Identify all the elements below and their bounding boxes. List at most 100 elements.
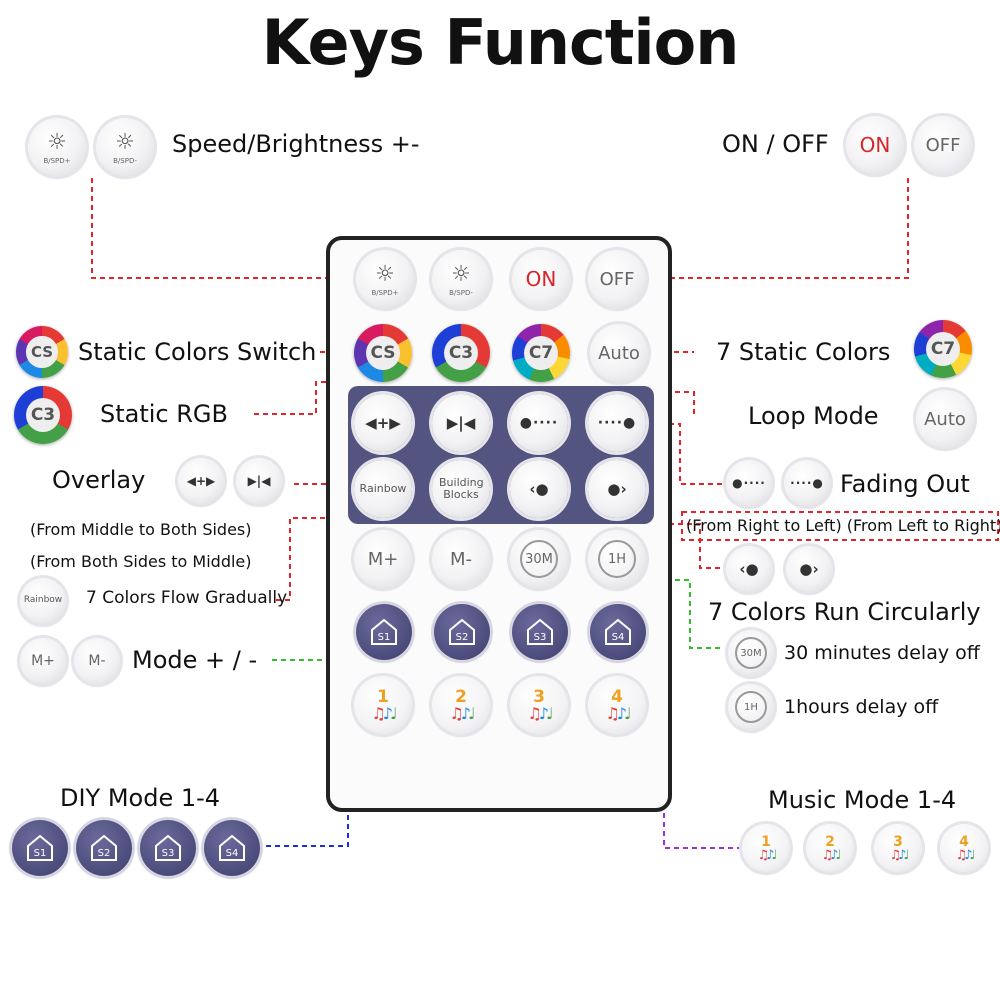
mode-minus-button[interactable]: M-	[432, 530, 490, 588]
direction-note-label: (From Right to Left) (From Left to Right…	[686, 516, 1000, 535]
music-3-button[interactable]: 3 ♫♪♩	[510, 676, 568, 734]
rainbow-button[interactable]: Rainbow	[354, 460, 412, 518]
seven-colors-run-label: 7 Colors Run Circularly	[708, 598, 981, 626]
legend-diy-s3-button: S3	[140, 820, 196, 876]
legend-rainbow-button: Rainbow	[20, 578, 66, 624]
fading-dots-icon: ····●	[597, 415, 637, 431]
from-both-sides-label: (From Both Sides to Middle)	[30, 552, 252, 571]
house-icon: S4	[219, 834, 245, 861]
overlay-in-button[interactable]: ▶|◀	[432, 394, 490, 452]
legend-on-button: ON	[846, 116, 904, 174]
run-left-button[interactable]: ‹●	[510, 460, 568, 518]
svg-text:S1: S1	[378, 632, 391, 643]
house-icon: S2	[449, 618, 475, 645]
loop-mode-label: Loop Mode	[748, 402, 879, 430]
fading-out-label: Fading Out	[840, 470, 970, 498]
run-right-icon: ●›	[799, 560, 819, 578]
run-right-button[interactable]: ●›	[588, 460, 646, 518]
fade-left-button[interactable]: ●····	[510, 394, 568, 452]
legend-run-left-button: ‹●	[726, 546, 772, 592]
page-title: Keys Function	[261, 6, 740, 79]
house-icon: S4	[605, 618, 631, 645]
overlay-label: Overlay	[52, 466, 146, 494]
music-notes-icon: ♫♪♩	[889, 847, 909, 863]
music-notes-icon: ♫♪♩	[449, 703, 475, 723]
house-icon: S3	[527, 618, 553, 645]
on-button[interactable]: ON	[512, 250, 570, 308]
timer-30m-button[interactable]: 30M	[510, 530, 568, 588]
legend-diy-s1-button: S1	[12, 820, 68, 876]
delay-30-label: 30 minutes delay off	[784, 642, 980, 664]
diy-s4-button[interactable]: S4	[590, 604, 646, 660]
legend-music-4-button: 4 ♫♪♩	[940, 824, 988, 872]
legend-off-button: OFF	[914, 116, 972, 174]
legend-auto-button: Auto	[916, 390, 974, 448]
legend-mode-plus-button: M+	[20, 638, 66, 684]
svg-text:S4: S4	[612, 632, 625, 643]
legend-diy-s2-button: S2	[76, 820, 132, 876]
music-4-button[interactable]: 4 ♫♪♩	[588, 676, 646, 734]
seven-colors-flow-label: 7 Colors Flow Gradually	[86, 588, 288, 608]
fading-dots-icon: ●····	[732, 476, 766, 490]
static-colors-switch-label: Static Colors Switch	[78, 338, 317, 366]
auto-button[interactable]: Auto	[590, 324, 648, 382]
legend-timer-1h-button: 1H	[728, 684, 774, 730]
static-rgb-label: Static RGB	[100, 400, 228, 428]
house-icon: S1	[27, 834, 53, 861]
sun-icon: ☼	[451, 261, 471, 287]
c3-button[interactable]: C3	[432, 324, 490, 382]
legend-c7-button: C7	[914, 320, 972, 378]
house-icon: S1	[371, 618, 397, 645]
legend-timer-30m-button: 30M	[728, 630, 774, 676]
house-icon: S2	[91, 834, 117, 861]
fade-right-button[interactable]: ····●	[588, 394, 646, 452]
music-notes-icon: ♫♪♩	[757, 847, 777, 863]
fading-dots-icon: ●····	[519, 415, 559, 431]
diy-mode-label: DIY Mode 1-4	[60, 784, 221, 812]
legend-mode-minus-button: M-	[74, 638, 120, 684]
house-icon: S3	[155, 834, 181, 861]
music-2-button[interactable]: 2 ♫♪♩	[432, 676, 490, 734]
svg-text:S2: S2	[98, 848, 111, 859]
c7-button[interactable]: C7	[512, 324, 570, 382]
music-1-button[interactable]: 1 ♫♪♩	[354, 676, 412, 734]
cs-button[interactable]: CS	[354, 324, 412, 382]
run-right-icon: ●›	[607, 480, 627, 498]
run-left-icon: ‹●	[739, 560, 759, 578]
legend-music-3-button: 3 ♫♪♩	[874, 824, 922, 872]
from-middle-label: (From Middle to Both Sides)	[30, 520, 252, 539]
svg-text:S2: S2	[456, 632, 469, 643]
overlay-out-button[interactable]: ◀+▶	[354, 394, 412, 452]
legend-music-1-button: 1 ♫♪♩	[742, 824, 790, 872]
legend-overlay-out-button: ◀+▶	[178, 458, 224, 504]
svg-text:S4: S4	[226, 848, 239, 859]
mode-plus-minus-label: Mode + / -	[132, 646, 258, 674]
diy-s3-button[interactable]: S3	[512, 604, 568, 660]
mode-plus-button[interactable]: M+	[354, 530, 412, 588]
legend-cs-button: CS	[16, 326, 68, 378]
music-notes-icon: ♫♪♩	[955, 847, 975, 863]
expand-arrows-icon: ◀+▶	[186, 474, 216, 488]
timer-1h-button[interactable]: 1H	[588, 530, 646, 588]
legend-c3-button: C3	[14, 386, 72, 444]
speed-brightness-label: Speed/Brightness +-	[172, 130, 420, 158]
legend-run-right-button: ●›	[786, 546, 832, 592]
sun-icon: ☼	[375, 261, 395, 287]
diy-s2-button[interactable]: S2	[434, 604, 490, 660]
seven-static-colors-label: 7 Static Colors	[716, 338, 891, 366]
sun-icon: ☼	[115, 129, 135, 155]
legend-music-2-button: 2 ♫♪♩	[806, 824, 854, 872]
music-notes-icon: ♫♪♩	[821, 847, 841, 863]
fading-dots-icon: ····●	[790, 476, 824, 490]
on-off-label: ON / OFF	[722, 130, 829, 158]
building-blocks-button[interactable]: Building Blocks	[432, 460, 490, 518]
legend-fade-right-button: ····●	[784, 460, 830, 506]
diy-s1-button[interactable]: S1	[356, 604, 412, 660]
speed-up-button[interactable]: ☼ B/SPD+	[356, 250, 414, 308]
speed-down-button[interactable]: ☼ B/SPD-	[432, 250, 490, 308]
collapse-arrows-icon: ▶|◀	[446, 414, 476, 432]
music-notes-icon: ♫♪♩	[605, 703, 631, 723]
off-button[interactable]: OFF	[588, 250, 646, 308]
svg-text:S1: S1	[34, 848, 47, 859]
music-mode-label: Music Mode 1-4	[768, 786, 957, 814]
